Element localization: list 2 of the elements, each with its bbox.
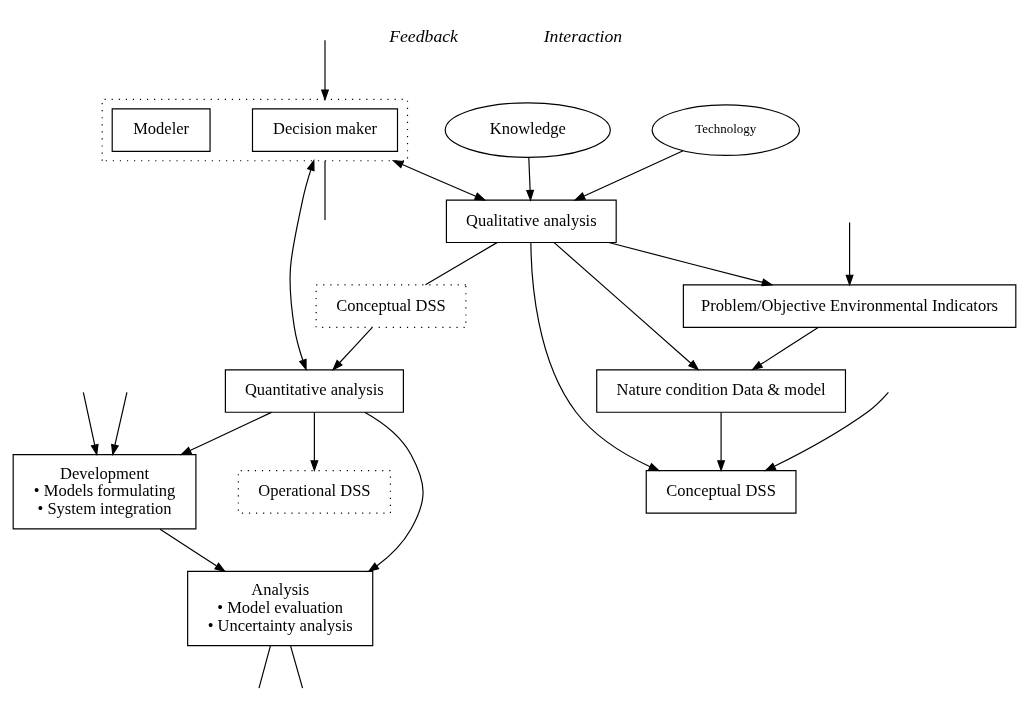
label: Feedback	[389, 25, 458, 46]
label: Interaction	[543, 25, 623, 46]
